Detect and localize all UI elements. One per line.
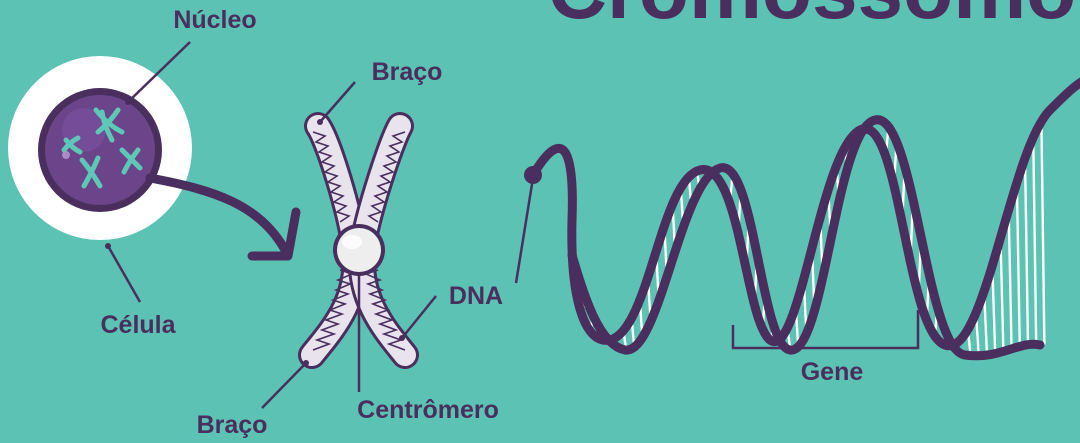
label-dna: DNA [449,282,503,310]
label-arm-bottom: Braço [197,411,268,439]
centromere [337,228,381,272]
label-centromere: Centrômero [357,396,499,424]
pointer-arm-top [320,82,355,122]
pointer-dna [402,296,436,338]
pointer-arm-bottom [262,363,306,408]
base-pair [1033,134,1036,344]
dna-strand-a [533,78,1080,346]
dna-helix [533,78,1080,356]
label-cell: Célula [100,311,176,339]
label-gene: Gene [801,358,864,386]
label-arm-top: Braço [372,58,443,86]
pointer-dna-helix [516,178,533,283]
label-nucleus: Núcleo [173,6,256,34]
diagram-title: Cromossomo [548,0,1077,36]
cell [8,56,296,256]
base-pair [1041,121,1044,345]
base-pair [1009,208,1012,350]
base-pair [1017,179,1020,347]
base-pair [1025,156,1028,345]
pointer-cell [108,246,140,302]
